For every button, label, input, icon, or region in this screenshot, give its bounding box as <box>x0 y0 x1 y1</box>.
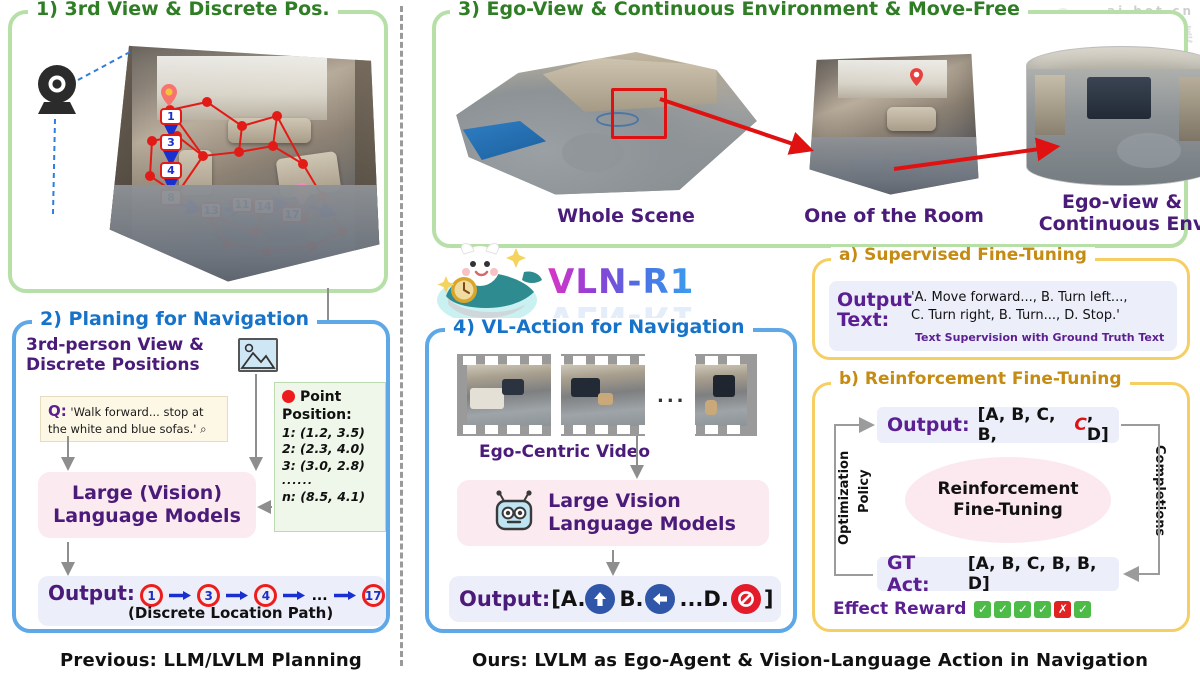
reward-check-icon: ✓ <box>974 600 992 618</box>
effect-reward-row: Effect Reward ✓ ✓ ✓ ✓ ✗ ✓ <box>833 599 1092 619</box>
image-icon <box>238 338 278 372</box>
film-strip: ... <box>457 354 757 436</box>
product-logo: VLN-R1 <box>548 262 695 302</box>
no-entry-icon <box>730 584 761 614</box>
sft-output-label: Output Text: <box>837 289 912 331</box>
point-row: 2: (2.3, 4.0) <box>282 441 365 457</box>
panel4-flow-arrows <box>606 436 644 576</box>
camera-sight-lines <box>52 51 131 215</box>
arrow-up-icon <box>585 584 616 614</box>
panel-vl-action-title: 4) VL-Action for Navigation <box>445 318 753 337</box>
sft-output-box: Output Text: 'A. Move forward..., B. Tur… <box>829 281 1177 351</box>
effect-reward-label: Effect Reward <box>833 599 967 619</box>
reward-cross-icon: ✗ <box>1054 600 1072 618</box>
caption-ego-view: Ego-view & Continuous Env <box>1038 191 1200 235</box>
output-label: Output: <box>48 581 135 605</box>
panel-vl-action: 4) VL-Action for Navigation ... <box>425 318 797 633</box>
start-pin-icon <box>161 84 177 106</box>
output-ellipsis: ... <box>311 588 328 604</box>
webcam-icon <box>38 65 76 114</box>
panel-sft-title: a) Supervised Fine-Tuning <box>831 247 1095 264</box>
blue-arrow-icon <box>169 591 192 600</box>
point-row: 1: (1.2, 3.5) <box>282 424 365 440</box>
panel-rft: b) Reinforcement Fine-Tuning Output: [A,… <box>812 371 1190 632</box>
rft-output-pre: [A, B, C, B, <box>977 405 1056 445</box>
caption-left: Previous: LLM/LVLM Planning <box>60 650 362 671</box>
section-divider <box>400 6 403 666</box>
rft-gt-seq: [A, B, C, B, B, D] <box>967 554 1097 594</box>
lvlm-box-label: Large Vision Language Models <box>548 490 736 535</box>
vl-token-close: ] <box>763 587 774 611</box>
frames-ellipsis: ... <box>657 386 687 407</box>
panel-ego-view: 3) Ego-View & Continuous Environment & M… <box>432 0 1200 248</box>
panel-planning-title: 2) Planing for Navigation <box>32 310 318 329</box>
rft-output-box: Output: [A, B, C, B, C , D] <box>877 405 1119 445</box>
rft-gt-box: GT Act: [A, B, C, B, B, D] <box>877 552 1119 596</box>
llm-box: Large (Vision) Language Models <box>38 472 256 538</box>
zoom-in-arrows <box>659 97 1061 171</box>
reward-check-icon: ✓ <box>1074 600 1092 618</box>
lvlm-box: Large Vision Language Models <box>457 480 769 546</box>
rft-gt-label: GT Act: <box>887 552 930 596</box>
room-pin-icon <box>910 68 923 86</box>
rft-output-label: Output: <box>887 414 970 436</box>
rft-output-post: , D] <box>1086 405 1109 445</box>
output-sublabel: (Discrete Location Path) <box>128 604 334 622</box>
node-label: 1 <box>160 108 182 125</box>
point-ellipsis: ...... <box>282 474 314 488</box>
planning-heading: 3rd-person View & Discrete Positions <box>26 335 205 375</box>
point-row: 3: (3.0, 2.8) <box>282 457 365 473</box>
point-position-title: Point Position: <box>282 389 352 424</box>
sft-subtext: Text Supervision with Ground Truth Text <box>915 331 1165 344</box>
question-label: Q: <box>48 402 67 420</box>
node-label: 3 <box>160 134 182 151</box>
search-icon: ⌕ <box>200 421 207 436</box>
panel-rft-title: b) Reinforcement Fine-Tuning <box>831 371 1130 388</box>
vl-token-b: B. <box>619 587 644 611</box>
output-node: 1 <box>140 584 164 607</box>
video-caption: Ego-Centric Video <box>479 442 651 462</box>
caption-right: Ours: LVLM as Ego-Agent & Vision-Languag… <box>472 650 1149 671</box>
caption-whole-scene: Whole Scene <box>557 205 695 227</box>
blue-arrow-icon <box>283 591 306 600</box>
reward-check-icon: ✓ <box>1034 600 1052 618</box>
sft-text-line1: 'A. Move forward..., B. Turn left..., <box>911 290 1128 305</box>
ego-view-panorama <box>1026 46 1200 186</box>
blue-arrow-icon <box>333 591 356 600</box>
arrow-left-icon <box>645 584 676 614</box>
vl-output-label: Output: <box>459 587 551 611</box>
output-node: 4 <box>254 584 278 607</box>
reward-check-icon: ✓ <box>994 600 1012 618</box>
one-room-image <box>809 53 979 195</box>
room-pointcloud: 1 3 4 8 13 11 14 17 <box>109 45 380 282</box>
vl-token-d: ...D. <box>679 587 729 611</box>
sft-text-line2: C. Turn right, B. Turn..., D. Stop.' <box>911 308 1120 323</box>
rft-loop-arrows <box>834 417 1160 582</box>
panel-3rd-view: 1) 3rd View & Discrete Pos. <box>8 0 388 293</box>
instruction-box: Q: 'Walk forward... stop at the white an… <box>40 396 228 443</box>
output-node: 3 <box>197 584 221 607</box>
question-text: 'Walk forward... stop at the white and b… <box>48 405 204 436</box>
panel-3rd-view-title: 1) 3rd View & Discrete Pos. <box>28 0 338 19</box>
panel-planning: 2) Planing for Navigation 3rd-person Vie… <box>12 310 390 633</box>
rft-output-wrong-token: C <box>1074 415 1087 435</box>
output-node: 17 <box>361 584 385 607</box>
red-dot-icon <box>282 390 295 403</box>
region-highlight-box <box>611 88 667 139</box>
blue-arrow-icon <box>226 591 249 600</box>
vl-token-a: [A. <box>551 587 586 611</box>
panel-sft: a) Supervised Fine-Tuning Output Text: '… <box>812 247 1190 360</box>
node-label: 4 <box>160 162 182 179</box>
caption-one-room: One of the Room <box>804 205 984 227</box>
reward-check-icon: ✓ <box>1014 600 1032 618</box>
planning-output-box: Output: 1 3 4 ... <box>38 576 386 626</box>
point-position-box: Point Position: 1: (1.2, 3.5) 2: (2.3, 4… <box>274 382 386 532</box>
robot-icon <box>495 490 533 531</box>
mascot-icon <box>437 243 542 324</box>
rft-center-label: Reinforcement Fine-Tuning <box>905 457 1111 543</box>
vl-action-output-box: Output: [A. B. ...D. ] <box>449 576 781 622</box>
point-row: n: (8.5, 4.1) <box>282 488 366 504</box>
panel2-flow-arrows <box>61 374 272 576</box>
panel-ego-view-title: 3) Ego-View & Continuous Environment & M… <box>450 0 1028 19</box>
